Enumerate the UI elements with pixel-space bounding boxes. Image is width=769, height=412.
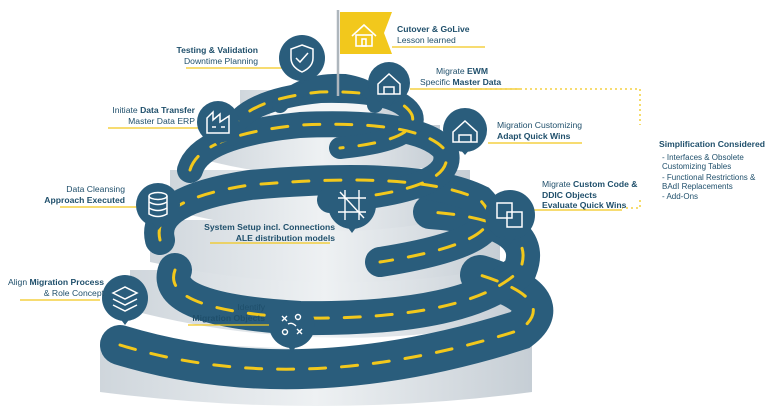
pin-transfer bbox=[197, 101, 239, 146]
label-identify: Identify Migration Objects bbox=[175, 302, 265, 323]
shield-check-icon bbox=[290, 44, 314, 73]
label-testing-normal: Downtime Planning bbox=[183, 55, 258, 66]
pin-testing bbox=[279, 35, 325, 84]
label-ewm-strong: EWM bbox=[467, 66, 489, 76]
label-transfer-strong: Data Transfer bbox=[140, 105, 195, 115]
pin-identify bbox=[269, 302, 315, 352]
label-identify-normal: Identify bbox=[237, 302, 265, 312]
label-custom-code-strong: Custom Code & bbox=[573, 179, 638, 189]
simplification-item-3: - Functional Restrictions & bbox=[662, 173, 756, 182]
label-transfer-pre: Initiate bbox=[112, 105, 141, 115]
pin-align bbox=[102, 275, 148, 325]
label-system: System Setup incl. Connections ALE distr… bbox=[195, 222, 335, 243]
label-customizing-normal: Migration Customizing bbox=[497, 120, 583, 130]
pin-system bbox=[328, 181, 376, 233]
factory-icon bbox=[206, 110, 230, 134]
label-custom-code-line2: DDIC Objects bbox=[542, 189, 597, 200]
house-icon bbox=[351, 23, 377, 47]
label-transfer-normal: Master Data ERP bbox=[128, 115, 195, 126]
network-icon bbox=[338, 190, 366, 220]
pin-ewm bbox=[368, 62, 410, 107]
label-testing: Testing & Validation Downtime Planning bbox=[150, 45, 259, 66]
label-align: Align Migration Process & Role Concept bbox=[4, 277, 104, 298]
label-ewm-normal: Specific bbox=[420, 76, 453, 87]
objects-icon bbox=[496, 202, 523, 228]
label-custom-code: Migrate Custom Code & DDIC Objects Evalu… bbox=[542, 179, 638, 211]
label-system-line1: System Setup incl. Connections bbox=[204, 222, 335, 232]
simplification-item-4: BAdI Replacements bbox=[662, 182, 733, 191]
label-align-line2: & Role Concept bbox=[43, 287, 104, 298]
warehouse-icon bbox=[377, 72, 401, 95]
pin-customizing bbox=[443, 108, 487, 155]
layers-icon bbox=[111, 286, 139, 312]
milestone-pins bbox=[102, 35, 535, 352]
simplification-item-1: - Interfaces & Obsolete bbox=[662, 153, 744, 162]
simplification-item-5: - Add-Ons bbox=[662, 192, 699, 201]
label-cutover-normal: Lesson learned bbox=[397, 34, 456, 45]
warehouse-gear-icon bbox=[452, 119, 478, 143]
simplification-item-2: Customizing Tables bbox=[662, 162, 732, 171]
database-icon bbox=[148, 191, 168, 218]
label-custom-code-line3: Evaluate Quick Wins bbox=[542, 200, 627, 211]
label-align-pre: Align bbox=[8, 277, 30, 287]
label-custom-code-pre: Migrate bbox=[542, 179, 574, 189]
goal-flag bbox=[340, 12, 392, 54]
label-customizing: Migration Customizing Adapt Quick Wins bbox=[497, 120, 582, 141]
label-cleansing-strong: Approach Executed bbox=[44, 194, 125, 205]
label-align-strong: Migration Process bbox=[29, 277, 105, 287]
label-identify-strong: Migration Objects bbox=[192, 312, 265, 323]
label-transfer: Initiate Data Transfer Master Data ERP bbox=[70, 105, 195, 126]
label-ewm-strong2: Master Data bbox=[452, 76, 502, 87]
label-customizing-strong: Adapt Quick Wins bbox=[497, 130, 571, 141]
pin-custom-code bbox=[485, 190, 535, 244]
label-cleansing: Data Cleansing Approach Executed bbox=[30, 184, 125, 205]
label-system-line2: ALE distribution models bbox=[235, 232, 335, 243]
label-ewm-pre: Migrate bbox=[436, 66, 468, 76]
label-cleansing-normal: Data Cleansing bbox=[66, 184, 125, 194]
label-cutover: Cutover & GoLive Lesson learned bbox=[397, 24, 470, 45]
simplification-title: Simplification Considered bbox=[659, 139, 766, 149]
pin-cleansing bbox=[136, 183, 180, 230]
strategy-icon bbox=[281, 313, 303, 336]
connector-lines bbox=[20, 46, 641, 326]
label-testing-strong: Testing & Validation bbox=[176, 45, 259, 55]
label-cutover-strong: Cutover & GoLive bbox=[397, 24, 470, 34]
label-ewm: Migrate EWM Specific Master Data bbox=[420, 66, 501, 87]
